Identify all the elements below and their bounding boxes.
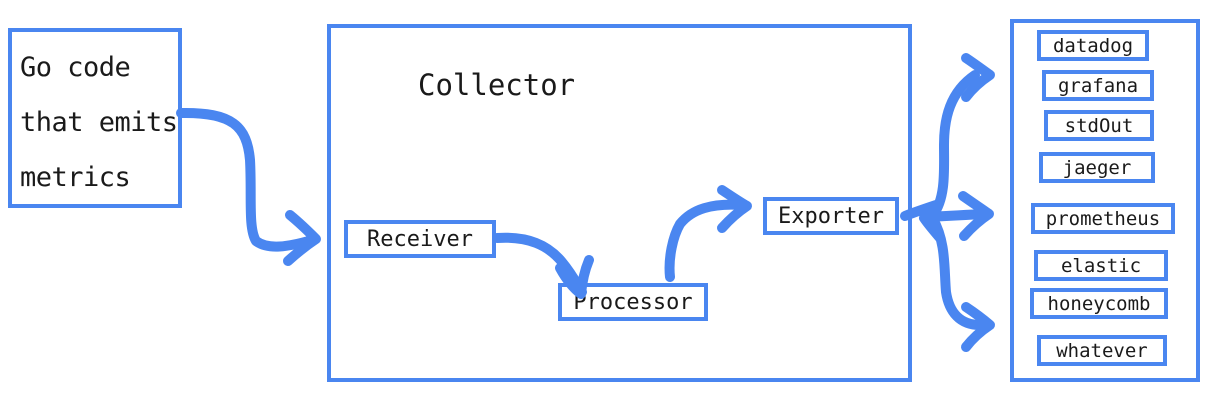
destination-box-honeycomb[interactable]: honeycomb [1030, 288, 1168, 319]
destination-box-stdout[interactable]: stdOut [1044, 110, 1154, 141]
go-code-source-box[interactable]: Go code that emits metrics [8, 28, 182, 208]
processor-box[interactable]: Processor [558, 283, 708, 321]
receiver-box[interactable]: Receiver [344, 220, 496, 258]
destination-box-prometheus[interactable]: prometheus [1031, 203, 1175, 234]
destination-box-grafana[interactable]: grafana [1042, 70, 1154, 101]
source-line-2: that emits [20, 107, 178, 138]
destination-box-jaeger[interactable]: jaeger [1039, 152, 1155, 183]
source-line-3: metrics [20, 162, 131, 193]
source-line-1: Go code [20, 52, 131, 83]
exporter-box[interactable]: Exporter [763, 197, 899, 235]
destination-box-whatever[interactable]: whatever [1037, 335, 1167, 366]
destination-box-datadog[interactable]: datadog [1037, 30, 1149, 61]
destination-box-elastic[interactable]: elastic [1034, 250, 1168, 281]
destinations-panel[interactable] [1010, 19, 1200, 382]
collector-title: Collector [418, 68, 576, 102]
